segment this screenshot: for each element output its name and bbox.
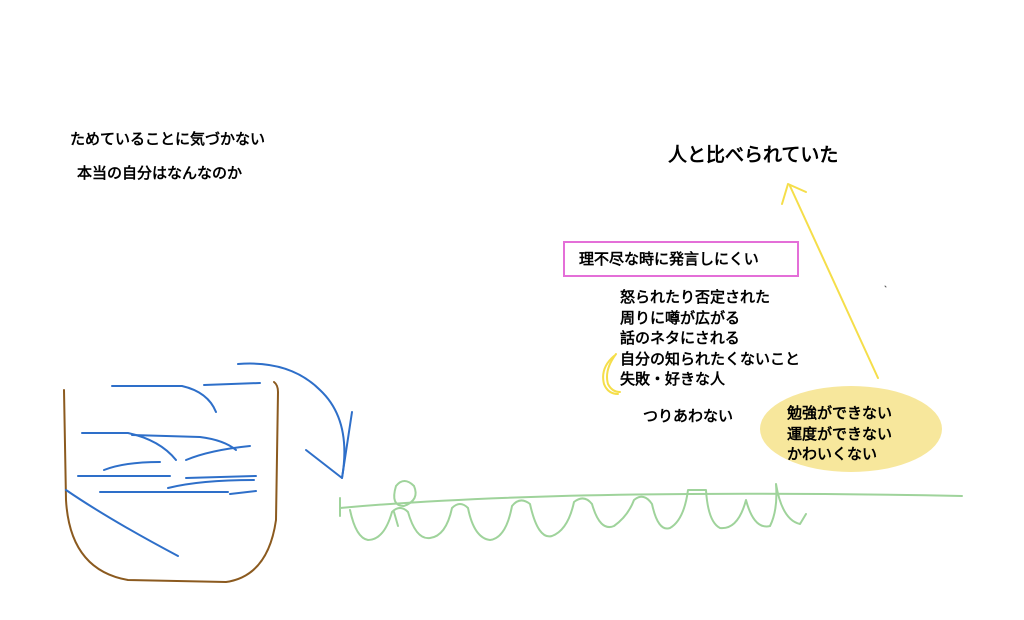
reason-item: 話のネタにされる bbox=[620, 329, 740, 347]
ground-horizontal bbox=[339, 492, 963, 509]
water-stroke bbox=[81, 432, 177, 461]
yellow-bracket-stroke bbox=[606, 353, 621, 393]
overflow-arrow-curve bbox=[237, 362, 346, 479]
yellow-arrow-shaft bbox=[789, 185, 879, 379]
overflow-arrow-head bbox=[305, 411, 353, 479]
water-stroke bbox=[167, 479, 255, 489]
ellipse-item: 勉強ができない bbox=[787, 404, 893, 422]
water-stroke bbox=[185, 475, 257, 479]
ellipse-highlight bbox=[760, 386, 942, 472]
note-mismatch: つりあわない bbox=[643, 407, 734, 425]
ellipse-item: 運度ができない bbox=[787, 424, 893, 443]
water-stroke bbox=[103, 461, 161, 471]
reason-item: 失敗・好きな人 bbox=[620, 370, 726, 388]
stray-mark bbox=[884, 285, 887, 288]
water-stroke bbox=[185, 445, 251, 461]
ellipse-list: 勉強ができない 運度ができない かわいくない bbox=[787, 403, 892, 465]
ground-loop bbox=[393, 480, 417, 507]
water-stroke bbox=[131, 434, 237, 451]
note-unaware: ためていることに気づかない bbox=[70, 130, 266, 148]
water-stroke bbox=[203, 382, 261, 386]
yellow-arrow bbox=[781, 183, 879, 379]
water-lines bbox=[65, 382, 261, 557]
ground-line bbox=[339, 480, 963, 541]
yellow-bracket-stroke bbox=[602, 355, 619, 395]
water-stroke bbox=[65, 489, 179, 557]
note-compared: 人と比べられていた bbox=[668, 144, 839, 166]
ellipse-item: かわいくない bbox=[787, 445, 878, 463]
water-stroke bbox=[229, 490, 257, 495]
overflow-arrow bbox=[237, 362, 353, 479]
reason-item: 自分の知られたくないこと bbox=[620, 349, 801, 368]
container-outline bbox=[63, 381, 279, 583]
note-true-self: 本当の自分はなんなのか bbox=[77, 164, 243, 182]
note-hard-to-speak: 理不尽な時に発言しにくい bbox=[563, 241, 799, 277]
reason-item: 怒られたり否定された bbox=[620, 288, 771, 306]
ground-tick bbox=[393, 511, 399, 527]
yellow-arrow-head bbox=[781, 183, 807, 205]
water-stroke bbox=[111, 385, 217, 413]
ground-waves bbox=[349, 483, 807, 541]
reason-item: 周りに噂が広がる bbox=[620, 308, 741, 327]
reason-list: 怒られたり否定された 周りに噂が広がる 話のネタにされる 自分の知られたくないこ… bbox=[620, 287, 800, 390]
yellow-bracket bbox=[602, 353, 621, 395]
